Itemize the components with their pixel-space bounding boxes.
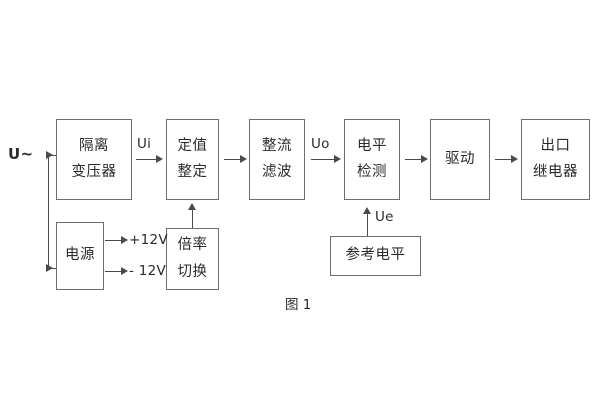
input-branch-trunk	[48, 155, 49, 268]
rail-negative-label: - 12V	[129, 263, 167, 279]
block-output-relay-line1: 出口	[540, 137, 571, 154]
block-rectify-filter: 整流 滤波	[249, 119, 305, 200]
arrow-level-to-driver-line	[405, 159, 423, 160]
arrow-multiplier-to-setting-head	[188, 203, 196, 210]
arrow-uo-head	[334, 155, 341, 163]
block-setting-value-line2: 整定	[177, 164, 208, 180]
block-setting-value: 定值 整定	[166, 119, 219, 200]
arrow-ue-line	[367, 214, 368, 236]
block-setting-value-line1: 定值	[177, 137, 208, 154]
block-power-supply: 电源	[56, 222, 104, 290]
block-multiplier-switch-line2: 切换	[177, 263, 208, 280]
arrow-ui-line	[136, 159, 158, 160]
block-level-detection-line1: 电平	[357, 137, 387, 154]
block-isolation-transformer: 隔离 变压器	[56, 119, 132, 200]
arrow-driver-to-relay-head	[511, 155, 518, 163]
arrow-setting-to-rectify-head	[240, 155, 247, 163]
block-reference-level-line1: 参考电平	[345, 247, 406, 264]
block-multiplier-switch: 倍率 切换	[166, 228, 219, 290]
input-branch-bottom-line	[48, 268, 63, 269]
signal-label-ui: Ui	[137, 136, 152, 152]
block-driver-line1: 驱动	[445, 150, 475, 167]
arrow-multiplier-to-setting-line	[192, 210, 193, 228]
block-level-detection: 电平 检测	[344, 119, 400, 200]
rail-positive-arrow	[121, 236, 128, 244]
signal-label-uo: Uo	[311, 136, 330, 152]
block-rectify-filter-line2: 滤波	[262, 164, 292, 180]
arrow-level-to-driver-head	[421, 155, 428, 163]
rail-positive-line	[105, 240, 123, 241]
block-multiplier-switch-line1: 倍率	[177, 237, 208, 254]
input-source-label: U~	[8, 145, 34, 163]
figure-caption: 图 1	[285, 297, 312, 313]
block-reference-level: 参考电平	[330, 236, 421, 276]
arrow-uo-line	[311, 159, 336, 160]
arrow-ui-head	[156, 155, 163, 163]
input-branch-top-arrow	[46, 151, 53, 159]
arrow-setting-to-rectify-line	[224, 159, 242, 160]
block-output-relay-line2: 继电器	[533, 164, 578, 180]
rail-negative-line	[105, 271, 123, 272]
signal-label-ue: Ue	[375, 209, 394, 225]
block-power-supply-line1: 电源	[65, 247, 95, 264]
block-level-detection-line2: 检测	[357, 164, 387, 180]
arrow-driver-to-relay-line	[495, 159, 513, 160]
block-output-relay: 出口 继电器	[521, 119, 590, 200]
input-branch-bottom-arrow	[46, 264, 53, 272]
arrow-ue-head	[363, 207, 371, 214]
block-isolation-transformer-line1: 隔离	[79, 137, 109, 154]
block-rectify-filter-line1: 整流	[262, 137, 292, 154]
input-branch-top-line	[48, 155, 63, 156]
rail-negative-arrow	[121, 267, 128, 275]
block-driver: 驱动	[430, 119, 490, 200]
block-isolation-transformer-line2: 变压器	[71, 164, 117, 180]
rail-positive-label: +12V	[129, 232, 168, 248]
